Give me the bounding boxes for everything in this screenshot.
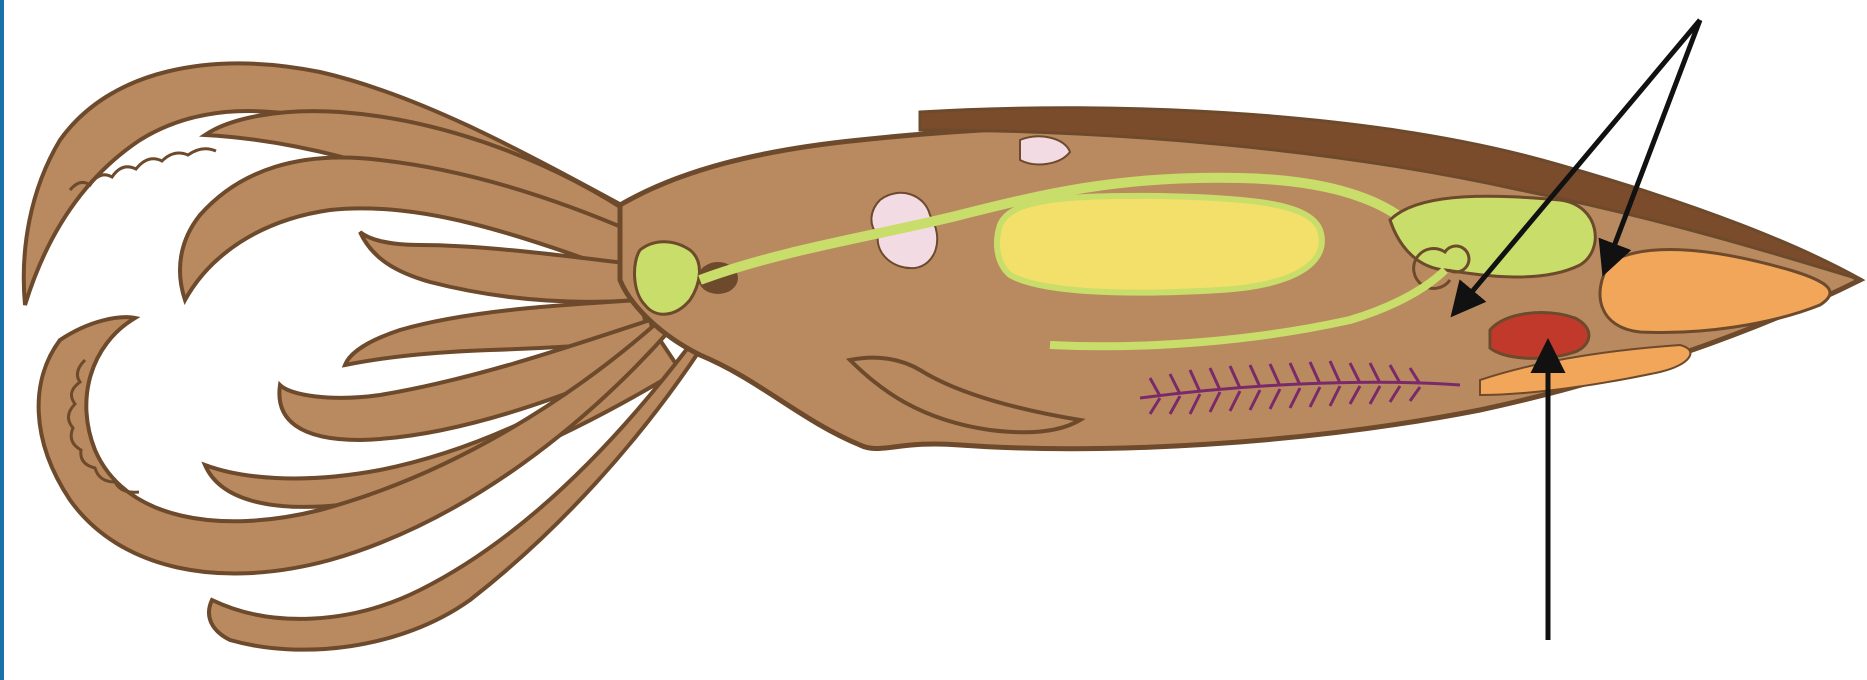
arms-group	[24, 63, 700, 649]
heart	[1490, 313, 1589, 359]
stomach	[997, 196, 1322, 293]
